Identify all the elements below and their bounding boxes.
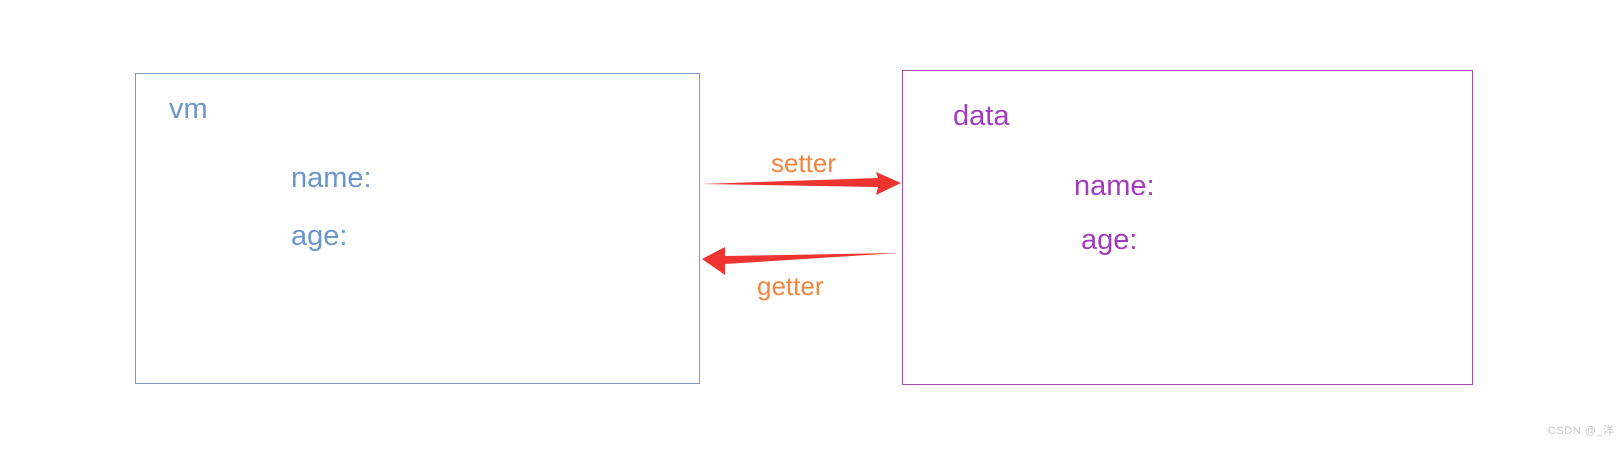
data-field-age: age: — [1081, 224, 1138, 256]
vm-box: vm name: age: — [135, 73, 700, 384]
vm-field-name: name: — [291, 162, 372, 194]
vm-box-title: vm — [169, 93, 208, 125]
setter-arrow-icon — [701, 172, 901, 195]
data-box: data name: age: — [902, 70, 1473, 385]
binding-arrows — [701, 172, 901, 275]
getter-label: getter — [757, 271, 824, 301]
watermark: CSDN @_洋 — [1548, 425, 1615, 437]
setter-label: setter — [771, 148, 837, 178]
data-box-title: data — [953, 100, 1010, 132]
getter-arrow-icon — [702, 247, 899, 275]
vm-field-age: age: — [291, 220, 348, 252]
data-field-name: name: — [1074, 170, 1155, 202]
